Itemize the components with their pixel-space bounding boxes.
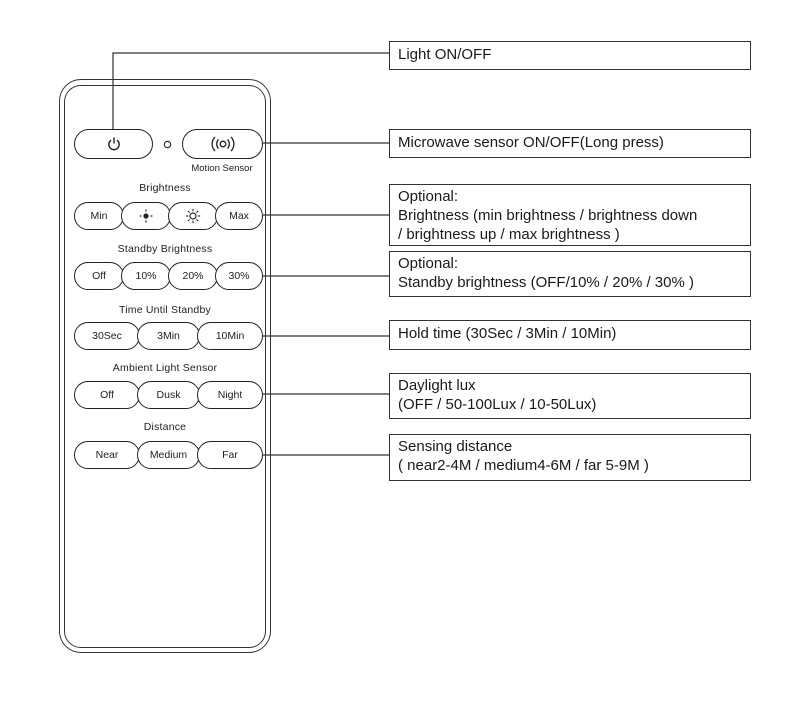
motion-sensor-label: Motion Sensor xyxy=(191,163,253,174)
callout-light: Light ON/OFF xyxy=(389,41,751,70)
ambient-off-button[interactable]: Off xyxy=(74,381,140,409)
connector-light xyxy=(112,52,389,136)
power-icon xyxy=(107,137,120,151)
callout-standby-line: Standby brightness (OFF/10% / 20% / 30% … xyxy=(398,274,694,291)
callout-microwave: Microwave sensor ON/OFF(Long press) xyxy=(389,129,751,158)
motion-sensor-icon xyxy=(210,136,235,152)
callout-daylight-line: (OFF / 50-100Lux / 10-50Lux) xyxy=(398,396,597,413)
callout-microwave-line: Microwave sensor ON/OFF(Long press) xyxy=(398,134,664,151)
time-until-standby-title: Time Until Standby xyxy=(119,304,211,316)
callout-distance-line: ( near2-4M / medium4-6M / far 5-9M ) xyxy=(398,457,649,474)
brightness-max-button[interactable]: Max xyxy=(215,202,263,230)
standby-off-button[interactable]: Off xyxy=(74,262,124,290)
ambient-night-button[interactable]: Night xyxy=(197,381,263,409)
distance-title: Distance xyxy=(143,421,187,433)
indicator-led-icon xyxy=(163,140,172,149)
motion-sensor-button[interactable] xyxy=(182,129,263,159)
standby-brightness-title: Standby Brightness xyxy=(117,243,213,255)
standby-10min-button[interactable]: 10Min xyxy=(197,322,263,350)
standby-30-button[interactable]: 30% xyxy=(215,262,263,290)
brightness-up-icon xyxy=(185,208,201,224)
remote-body xyxy=(64,85,266,648)
callout-standby: Optional: Standby brightness (OFF/10% / … xyxy=(389,251,751,297)
standby-10-button[interactable]: 10% xyxy=(121,262,171,290)
distance-far-button[interactable]: Far xyxy=(197,441,263,469)
remote-body-outline xyxy=(59,79,271,653)
standby-20-button[interactable]: 20% xyxy=(168,262,218,290)
distance-near-button[interactable]: Near xyxy=(74,441,140,469)
callout-daylight: Daylight lux (OFF / 50-100Lux / 10-50Lux… xyxy=(389,373,751,419)
callout-distance: Sensing distance ( near2-4M / medium4-6M… xyxy=(389,434,751,481)
brightness-title: Brightness xyxy=(139,182,191,194)
callout-hold: Hold time (30Sec / 3Min / 10Min) xyxy=(389,320,751,350)
brightness-down-icon xyxy=(139,209,153,223)
distance-medium-button[interactable]: Medium xyxy=(137,441,200,469)
callout-brightness: Optional: Brightness (min brightness / b… xyxy=(389,184,751,246)
standby-30sec-button[interactable]: 30Sec xyxy=(74,322,140,350)
power-button[interactable] xyxy=(74,129,153,159)
callout-daylight-line: Daylight lux xyxy=(398,377,476,394)
brightness-up-button[interactable] xyxy=(168,202,218,230)
brightness-down-button[interactable] xyxy=(121,202,171,230)
callout-light-line: Light ON/OFF xyxy=(398,46,492,63)
ambient-dusk-button[interactable]: Dusk xyxy=(137,381,200,409)
callout-hold-line: Hold time (30Sec / 3Min / 10Min) xyxy=(398,325,617,342)
callout-distance-line: Sensing distance xyxy=(398,438,513,455)
callout-brightness-line: Brightness (min brightness / brightness … xyxy=(398,207,698,224)
callout-brightness-line: / brightness up / max brightness ) xyxy=(398,226,620,243)
callout-standby-line: Optional: xyxy=(398,255,459,272)
brightness-min-button[interactable]: Min xyxy=(74,202,124,230)
standby-3min-button[interactable]: 3Min xyxy=(137,322,200,350)
ambient-light-sensor-title: Ambient Light Sensor xyxy=(112,362,218,374)
callout-brightness-line: Optional: xyxy=(398,188,459,205)
